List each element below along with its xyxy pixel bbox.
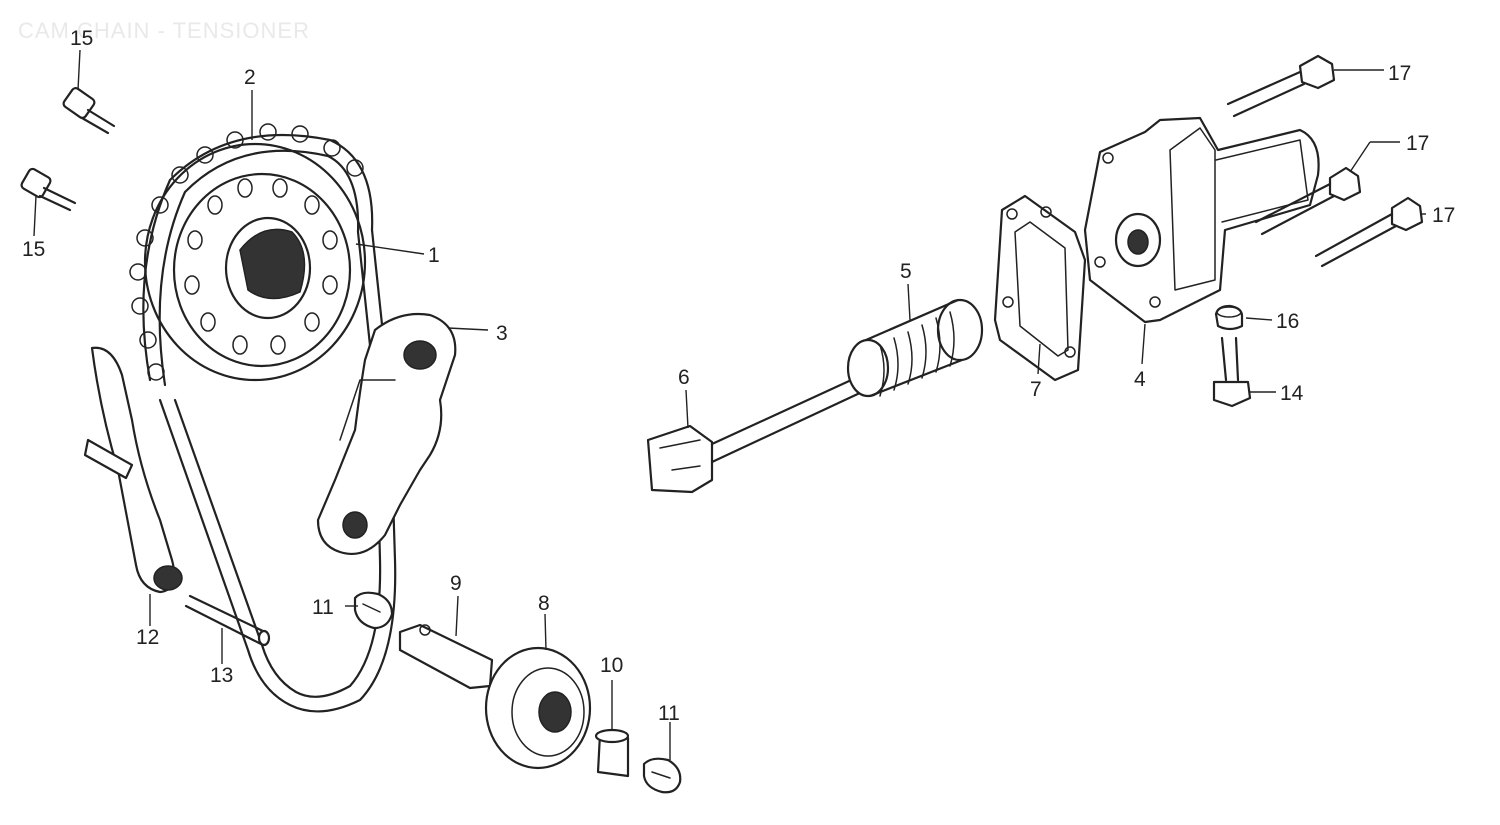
callout-17-top: 17 (1388, 62, 1411, 85)
callout-15-lower: 15 (22, 238, 45, 261)
part-3-tensioner-arm[interactable] (316, 312, 457, 556)
part-17-bolt-lower[interactable] (1314, 196, 1424, 268)
part-13-guide-pin[interactable] (184, 594, 271, 647)
callout-3: 3 (496, 322, 508, 345)
callout-7: 7 (1030, 378, 1042, 401)
part-17-bolt-middle[interactable] (1254, 166, 1362, 236)
callout-5: 5 (900, 260, 912, 283)
callout-9: 9 (450, 572, 462, 595)
callout-17-middle: 17 (1406, 132, 1429, 155)
callout-2: 2 (244, 66, 256, 89)
callout-labels: 15 15 2 1 3 4 5 6 7 8 9 10 11 11 12 13 1… (22, 27, 1455, 725)
callout-11-upper: 11 (312, 596, 334, 619)
part-2-cam-sprocket[interactable] (143, 142, 367, 382)
part-12-chain-guide[interactable] (83, 346, 183, 594)
diagram-title: CAM CHAIN - TENSIONER (18, 18, 310, 43)
part-6-plunger-rod[interactable] (646, 374, 864, 494)
callout-15-upper: 15 (70, 27, 93, 50)
callout-16: 16 (1276, 310, 1299, 333)
callout-12: 12 (136, 626, 159, 649)
callout-8: 8 (538, 592, 550, 615)
part-9-pushrod[interactable] (398, 623, 494, 690)
part-15-bolt-upper[interactable] (62, 87, 116, 135)
callout-4: 4 (1134, 368, 1146, 391)
part-5-spring[interactable] (846, 298, 984, 398)
part-8-tensioner-roller[interactable] (484, 646, 592, 770)
part-17-bolt-top[interactable] (1226, 54, 1336, 118)
part-7-gasket[interactable] (993, 194, 1087, 382)
callout-11-lower: 11 (658, 702, 680, 725)
callout-10: 10 (600, 654, 623, 677)
leader-lines (33, 49, 1426, 760)
part-11-clip-lower[interactable] (642, 757, 682, 794)
callout-17-lower: 17 (1432, 204, 1455, 227)
callout-14: 14 (1280, 382, 1304, 405)
part-11-clip-upper[interactable] (353, 591, 394, 630)
callout-6: 6 (678, 366, 690, 389)
part-10-collar[interactable] (594, 728, 630, 778)
part-4-tensioner-body[interactable] (1083, 116, 1320, 324)
callout-1: 1 (428, 244, 440, 267)
part-15-bolt-lower[interactable] (20, 167, 77, 212)
part-16-sealing-washer[interactable] (1214, 304, 1244, 331)
part-1-cam-chain[interactable] (129, 123, 397, 713)
callout-13: 13 (210, 664, 233, 687)
part-14-bolt[interactable] (1212, 336, 1252, 408)
